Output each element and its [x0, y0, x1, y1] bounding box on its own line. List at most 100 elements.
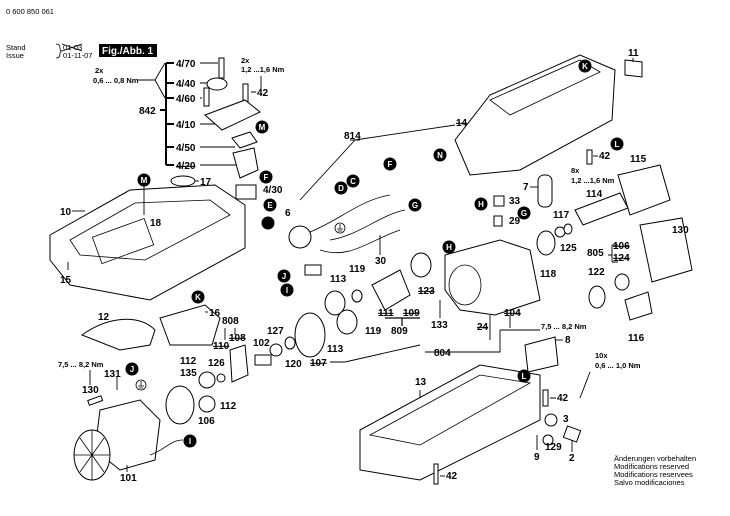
part-label: 8 [565, 335, 571, 346]
part-label: 133 [431, 320, 448, 331]
ground-icon [334, 222, 346, 234]
wire-harness [309, 194, 406, 254]
svg-text:F: F [388, 160, 393, 169]
part-label: 130 [82, 385, 99, 396]
switch-base [235, 184, 257, 200]
air-guide [159, 304, 221, 346]
part-label: 127 [267, 326, 284, 337]
part-label: 3 [563, 414, 569, 425]
gasket [588, 285, 606, 309]
svg-text:K: K [195, 293, 201, 302]
part-number: 0 600 850 061 [6, 7, 54, 16]
part-label: 113 [330, 274, 347, 285]
footer-line-en: Modifications reserved [614, 462, 689, 471]
part-label: 104 [504, 308, 521, 319]
plug [562, 425, 582, 443]
brush-holder [624, 291, 653, 321]
part-label: 42 [446, 471, 458, 482]
bearing [614, 273, 630, 291]
svg-text:J: J [282, 272, 286, 281]
marker-g: G [517, 206, 531, 220]
part-label: 109 [403, 308, 420, 319]
part-label: 10 [60, 207, 72, 218]
torque-qty: 8x [571, 166, 580, 175]
svg-text:L: L [615, 140, 620, 149]
part-label: 24 [477, 322, 489, 333]
part-label: 2 [569, 453, 575, 464]
part-label: 135 [180, 368, 197, 379]
marker-m: M [137, 173, 151, 187]
marker-l: L [610, 137, 624, 151]
end-cover [639, 217, 693, 283]
part-label: 29 [509, 216, 521, 227]
screw [218, 57, 225, 79]
torque-value: 1,2 ...1,6 Nm [571, 176, 615, 185]
stand-date-strike [61, 43, 83, 52]
connector [304, 264, 322, 276]
part-label: 117 [553, 210, 570, 221]
gasket [536, 230, 556, 256]
part-label: 116 [628, 333, 645, 344]
clip [493, 215, 503, 227]
fan-blades [74, 430, 110, 480]
part-label: 42 [257, 88, 269, 99]
nut [542, 434, 554, 446]
fan-ring [165, 385, 195, 425]
fan-impeller [617, 164, 671, 216]
svg-text:L: L [522, 372, 527, 381]
part-label: 4/60 [176, 94, 196, 105]
washer [351, 289, 363, 303]
motor-housing [454, 54, 616, 176]
part-label: 808 [222, 316, 239, 327]
capacitor [288, 225, 312, 249]
marker-g: G [408, 198, 422, 212]
torque-value: 1,2 ...1,6 Nm [241, 65, 285, 74]
marker-e: E [263, 198, 277, 212]
part-label: 4/40 [176, 79, 196, 90]
part-label: 106 [198, 416, 215, 427]
footer-line-fr: Modifications reservees [614, 470, 693, 479]
marker-f: F [259, 170, 273, 184]
leader [536, 435, 573, 452]
svg-text:K: K [582, 62, 588, 71]
part-label: 804 [434, 348, 451, 359]
svg-text:I: I [189, 437, 191, 446]
part-label: 7 [523, 182, 529, 193]
part-label: 129 [545, 442, 562, 453]
bearing [410, 252, 432, 278]
leader-804 [425, 315, 540, 353]
drive-disc [269, 343, 283, 357]
part-label: 805 [587, 248, 604, 259]
part-label: 11 [628, 48, 639, 59]
stand-label: Stand [6, 43, 26, 52]
gear [336, 309, 358, 335]
leader-814 [299, 124, 456, 201]
torque-qty: 10x [595, 351, 608, 360]
part-label: 113 [327, 344, 344, 355]
part-label: 120 [285, 359, 302, 370]
part-label: 12 [98, 312, 110, 323]
part-label: 119 [349, 264, 366, 275]
marker-j: J [277, 269, 291, 283]
marker-f: F [383, 157, 397, 171]
part-label: 809 [391, 326, 408, 337]
part-label: 118 [540, 269, 557, 280]
svg-text:M: M [141, 176, 148, 185]
svg-text:H: H [478, 200, 484, 209]
part-label: 814 [344, 131, 361, 142]
part-label: 13 [415, 377, 427, 388]
part-label: 124 [613, 253, 630, 264]
cover-window [91, 217, 155, 265]
gear [324, 290, 346, 316]
part-label: 122 [588, 267, 605, 278]
marker-k: K [191, 290, 205, 304]
part-label: 107 [310, 358, 327, 369]
footer-line-es: Salvo modificaciones [614, 478, 685, 487]
capacitor [537, 174, 553, 208]
pinion [254, 354, 272, 366]
leader [251, 76, 262, 93]
bearing [563, 223, 573, 235]
part-label: 17 [200, 177, 212, 188]
part-label: 842 [139, 106, 156, 117]
part-label: 14 [456, 118, 468, 129]
